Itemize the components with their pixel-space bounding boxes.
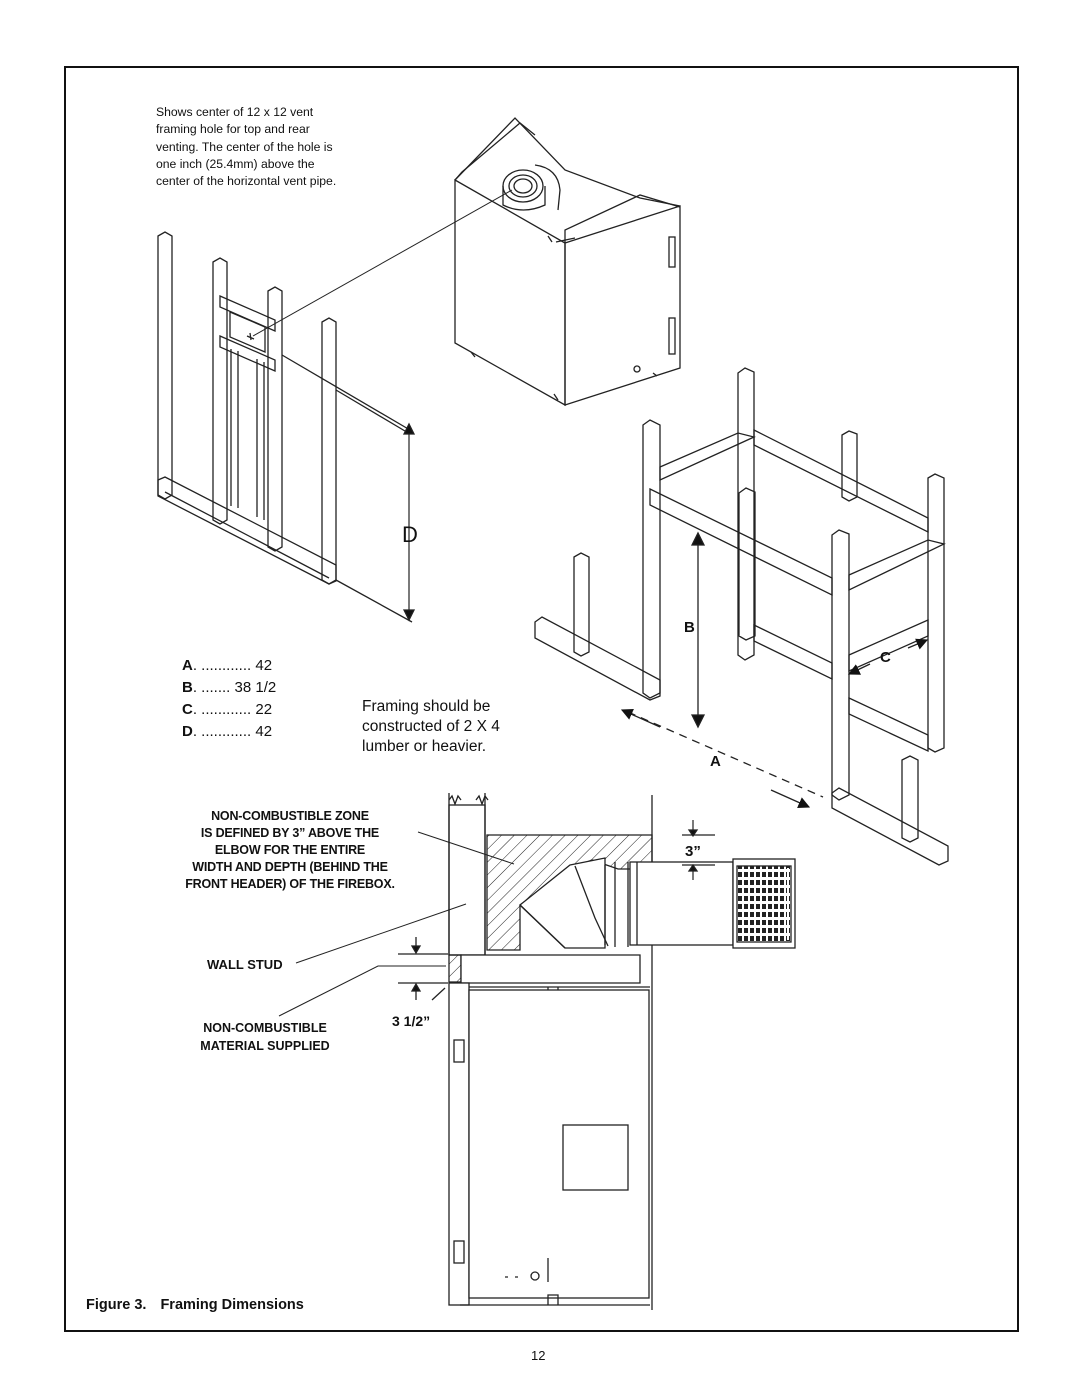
dimension-3in: 3” bbox=[685, 843, 701, 860]
figure-frame bbox=[64, 66, 1019, 1332]
dimension-value: 22 bbox=[255, 701, 273, 718]
callout-line: NON-COMBUSTIBLE bbox=[203, 1021, 327, 1035]
note-line: Shows center of 12 x 12 vent bbox=[156, 105, 314, 119]
dimension-dots: . ............ bbox=[192, 723, 252, 740]
figure-caption: Figure 3. Framing Dimensions bbox=[86, 1297, 318, 1313]
dimension-3-5in: 3 1/2” bbox=[392, 1013, 431, 1029]
dimension-row-d: D. ............ 42 bbox=[182, 721, 276, 743]
framing-note-line: Framing should be bbox=[362, 698, 491, 715]
note-line: venting. The center of the hole is bbox=[156, 139, 333, 154]
wall-stud-callout: WALL STUD bbox=[207, 957, 283, 972]
callout-line: ELBOW FOR THE ENTIRE bbox=[214, 843, 366, 857]
firebox-cage-frame bbox=[534, 367, 949, 866]
firebox-unit bbox=[454, 117, 681, 407]
framing-note-line: constructed of 2 X 4 bbox=[362, 718, 500, 735]
callout-line: IS DEFINED BY 3” ABOVE THE bbox=[200, 826, 380, 840]
dimension-row-a: A. ............ 42 bbox=[182, 655, 276, 677]
dimension-value: 42 bbox=[255, 657, 273, 674]
dimension-dots: . ............ bbox=[192, 657, 252, 674]
dimension-dots: . ............ bbox=[192, 701, 252, 718]
dimension-letter: D bbox=[182, 723, 193, 740]
noncombustible-zone-callout: NON-COMBUSTIBLE ZONE IS DEFINED BY 3” AB… bbox=[150, 808, 430, 893]
callout-line: FRONT HEADER) OF THE FIREBOX. bbox=[185, 877, 395, 891]
dimension-value: 42 bbox=[255, 723, 273, 740]
callout-line: MATERIAL SUPPLIED bbox=[200, 1039, 330, 1053]
note-line: one inch (25.4mm) above the bbox=[156, 156, 315, 171]
label-a: A bbox=[710, 753, 721, 770]
dimension-row-b: B. ....... 38 1/2 bbox=[182, 677, 276, 699]
vent-hole-note: Shows center of 12 x 12 vent framing hol… bbox=[156, 104, 376, 190]
noncombustible-material-callout: NON-COMBUSTIBLE MATERIAL SUPPLIED bbox=[170, 1019, 360, 1055]
note-line: framing hole for top and rear bbox=[156, 122, 310, 137]
dimension-dots: . ....... bbox=[192, 679, 231, 696]
dimension-letter: C bbox=[182, 701, 193, 718]
figure-title: Framing Dimensions bbox=[160, 1297, 304, 1313]
label-d: D bbox=[402, 522, 418, 547]
callout-line: NON-COMBUSTIBLE ZONE bbox=[211, 809, 369, 823]
dimension-value: 38 1/2 bbox=[234, 679, 277, 696]
dimension-row-c: C. ............ 22 bbox=[182, 699, 276, 721]
callout-line: WIDTH AND DEPTH (BEHIND THE bbox=[192, 860, 388, 874]
framing-note-line: lumber or heavier. bbox=[362, 738, 487, 755]
figure-number: Figure 3. bbox=[86, 1297, 147, 1313]
dimension-letter: A bbox=[182, 657, 193, 674]
side-section bbox=[278, 793, 796, 1310]
framing-note: Framing should be constructed of 2 X 4 l… bbox=[362, 697, 500, 757]
note-line: center of the horizontal vent pipe. bbox=[156, 174, 337, 189]
wall-frame bbox=[157, 189, 513, 623]
label-b: B bbox=[684, 619, 695, 636]
page-number: 12 bbox=[531, 1348, 546, 1363]
label-c: C bbox=[880, 649, 891, 666]
dimension-legend: A. ............ 42 B. ....... 38 1/2 C. … bbox=[182, 655, 276, 743]
dimension-letter: B bbox=[182, 679, 193, 696]
